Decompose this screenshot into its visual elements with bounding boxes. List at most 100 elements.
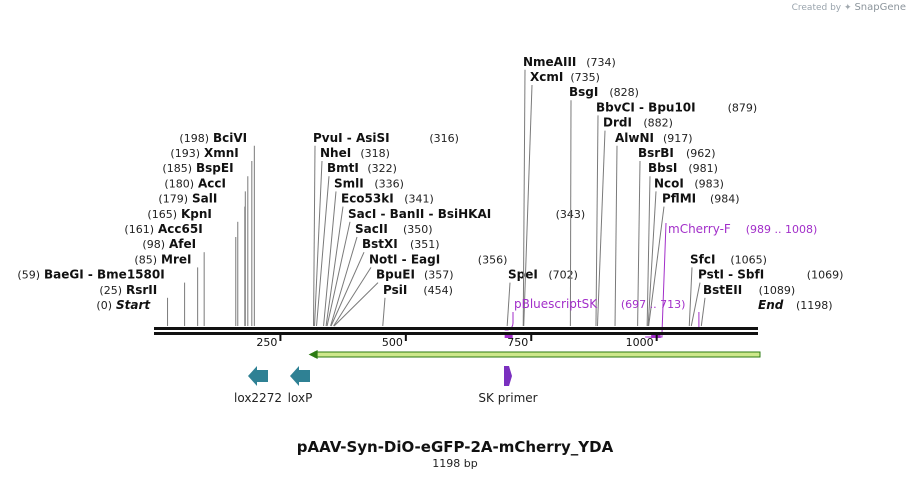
site-xcmi[interactable]: XcmI(735) xyxy=(523,70,600,327)
feature-loxp[interactable]: loxP xyxy=(288,366,313,405)
site-bpuei[interactable]: BpuEI(357) xyxy=(333,268,454,327)
site-name: BsgI xyxy=(569,85,598,99)
site-leader xyxy=(596,130,606,327)
feature-label: SK primer xyxy=(478,391,537,405)
site-ncoi[interactable]: NcoI(983) xyxy=(647,176,724,327)
site-name: XmnI xyxy=(204,146,239,160)
site-position: (185) xyxy=(162,162,192,175)
site-rsrii[interactable]: (25)RsrII xyxy=(99,283,169,326)
site-name: AfeI xyxy=(169,237,196,251)
site-position: (981) xyxy=(688,162,718,175)
site-mrei[interactable]: (85) MreI xyxy=(134,252,199,326)
site-name: Start xyxy=(116,298,151,312)
site-leader xyxy=(333,282,379,327)
site-bbvci-bpu10i[interactable]: BbvCI - Bpu10I(879) xyxy=(595,100,757,327)
restriction-sites: (0)Start(25)RsrII(59)BaeGI - Bme1580I(85… xyxy=(17,55,843,327)
backbone-bottom-strand xyxy=(154,332,758,335)
site-pflmi[interactable]: PflMI(984) xyxy=(648,192,740,327)
ruler-tick-label: 500 xyxy=(382,336,403,349)
site-bspei[interactable]: (185)BspEI xyxy=(162,161,249,326)
site-name: AlwNI xyxy=(615,131,654,145)
site-smli[interactable]: SmlI(336) xyxy=(323,176,404,327)
site-position: (350) xyxy=(403,223,433,236)
site-name: XcmI xyxy=(530,70,563,84)
site-eco53ki[interactable]: Eco53kI(341) xyxy=(325,192,434,327)
ruler-tick-label: 1000 xyxy=(626,336,654,349)
site-leader xyxy=(648,206,665,327)
site-psti-sbfi[interactable]: PstI - SbfI(1069) xyxy=(690,268,843,327)
site-position: (983) xyxy=(694,177,724,190)
site-alwni[interactable]: AlwNI (917) xyxy=(614,131,693,327)
primer-pbluescriptsk[interactable]: pBluescriptSK(697 .. 713) xyxy=(504,297,700,338)
primer-name: pBluescriptSK xyxy=(514,297,598,311)
site-sacii[interactable]: SacII (350) xyxy=(330,222,433,327)
site-bsteii[interactable]: BstEII(1089) xyxy=(700,283,795,327)
site-leader xyxy=(647,191,657,327)
site-sali[interactable]: (179)SalI xyxy=(158,192,246,326)
site-baegi-bme1580i[interactable]: (59)BaeGI - Bme1580I xyxy=(17,268,186,326)
site-drdi[interactable]: DrdI(882) xyxy=(596,116,673,327)
site-nmeaiii[interactable]: NmeAIII(734) xyxy=(522,55,616,327)
site-position: (85) xyxy=(134,253,157,266)
credit-brand: SnapGene xyxy=(854,2,906,13)
site-name: NheI xyxy=(320,146,351,160)
site-leader xyxy=(690,282,701,327)
site-name: BstEII xyxy=(703,283,742,297)
site-noti-eagi[interactable]: NotI - EagI(356) xyxy=(333,252,508,327)
site-kpni[interactable]: (165)KpnI xyxy=(147,207,239,326)
site-name: MreI xyxy=(161,252,191,266)
primer-annotations: pBluescriptSK(697 .. 713)mCherry-F(989 .… xyxy=(504,222,817,338)
ruler-tick: 250 xyxy=(256,335,282,349)
site-name: SfcI xyxy=(690,252,715,266)
site-bcivi[interactable]: (198)BciVI xyxy=(179,131,255,326)
ruler-tick-label: 250 xyxy=(256,336,277,349)
site-acc65i[interactable]: (161) Acc65I xyxy=(124,222,237,326)
backbone xyxy=(154,327,758,335)
site-name: SacII xyxy=(355,222,388,236)
snapgene-credit: Created by ✦ SnapGene xyxy=(792,2,906,13)
site-position: (984) xyxy=(710,193,740,206)
feature-sk-primer[interactable]: SK primer xyxy=(478,366,538,405)
ruler-tick: 500 xyxy=(382,335,407,349)
site-position: (161) xyxy=(124,223,154,236)
site-name: NmeAIII xyxy=(523,55,576,69)
site-bsrbi[interactable]: BsrBI(962) xyxy=(637,146,716,327)
site-pvui-asisi[interactable]: PvuI - AsiSI(316) xyxy=(313,131,459,327)
lox2272-arrow-icon xyxy=(248,366,268,386)
site-sfci[interactable]: SfcI (1065) xyxy=(688,252,767,327)
site-leader xyxy=(614,145,618,327)
site-bbsi[interactable]: BbsI (981) xyxy=(646,161,718,327)
site-name: BbsI xyxy=(648,161,677,175)
site-afei[interactable]: (98)AfeI xyxy=(142,237,205,326)
site-position: (165) xyxy=(147,208,177,221)
site-bmti[interactable]: BmtI(322) xyxy=(316,161,397,327)
feature-label: lox2272 xyxy=(234,391,282,405)
site-xmni[interactable]: (193) XmnI xyxy=(170,146,253,326)
feature-lox2272[interactable]: lox2272 xyxy=(234,366,282,405)
site-start[interactable]: (0)Start xyxy=(96,298,151,312)
site-name: BstXI xyxy=(362,237,398,251)
site-bsgi[interactable]: BsgI(828) xyxy=(569,85,639,327)
site-leader xyxy=(316,176,330,327)
plasmid-length: 1198 bp xyxy=(432,457,478,470)
site-position: (193) xyxy=(170,147,200,160)
site-psii[interactable]: PsiI(454) xyxy=(382,283,453,327)
site-nhei[interactable]: NheI(318) xyxy=(314,146,390,327)
orf-bar[interactable] xyxy=(314,351,761,358)
site-name: PstI - SbfI xyxy=(698,268,764,282)
site-position: (179) xyxy=(158,193,188,206)
site-name: Acc65I xyxy=(158,222,203,236)
ruler-tick: 1000 xyxy=(626,335,658,349)
plasmid-name: pAAV-Syn-DiO-eGFP-2A-mCherry_YDA xyxy=(296,438,614,456)
site-position: (917) xyxy=(663,132,693,145)
site-acci[interactable]: (180)AccI xyxy=(164,176,246,326)
site-leader xyxy=(522,69,526,327)
site-leader xyxy=(325,206,344,327)
site-leader xyxy=(688,267,693,327)
site-end[interactable]: End(1198) xyxy=(758,298,833,312)
primer-mcherry-f[interactable]: mCherry-F(989 .. 1008) xyxy=(645,222,817,338)
site-position: (1065) xyxy=(730,253,767,266)
site-bstxi[interactable]: BstXI(351) xyxy=(330,237,440,327)
feature-label: loxP xyxy=(288,391,313,405)
